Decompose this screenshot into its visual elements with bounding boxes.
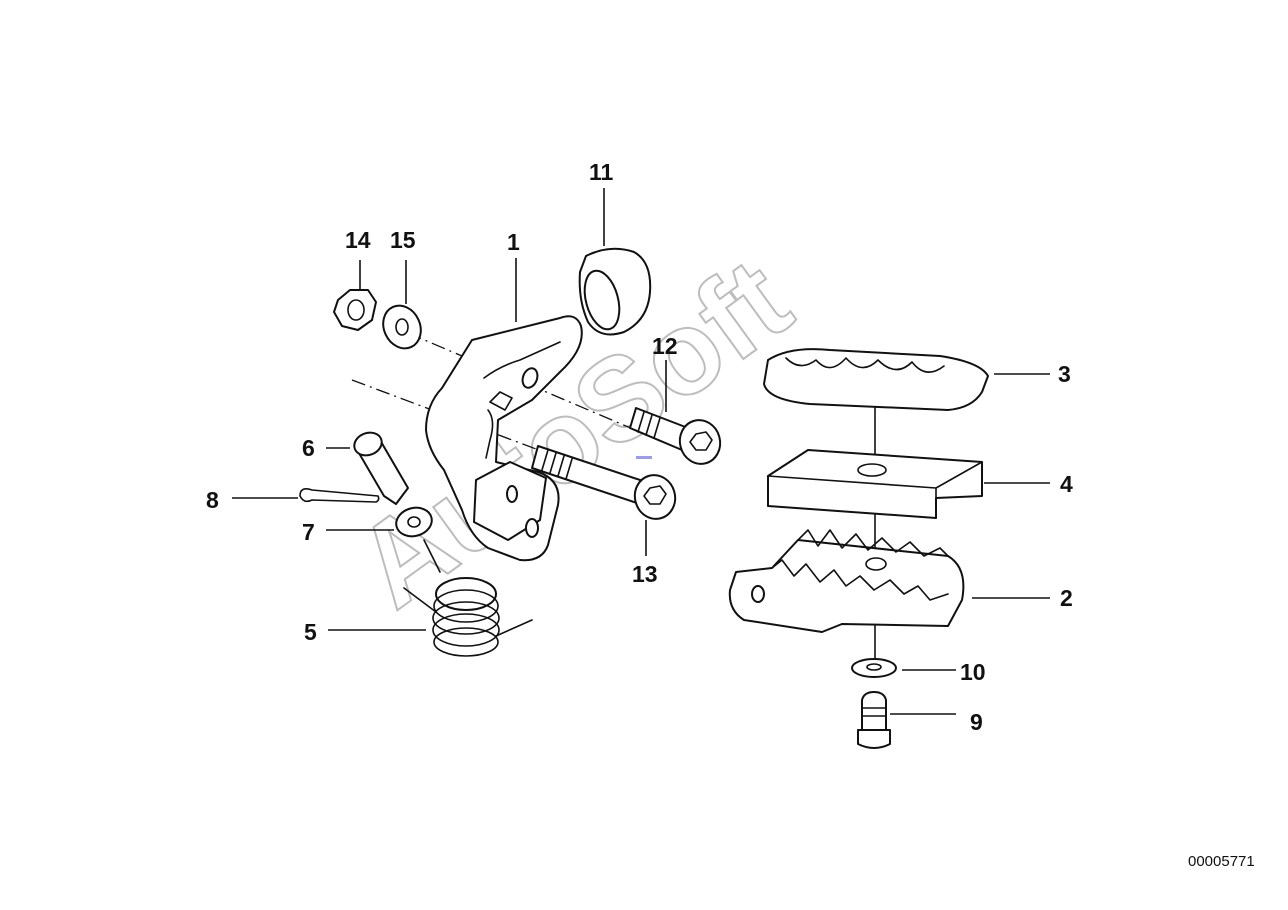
clevis-pin [353,431,409,505]
leader-lines [232,188,1050,715]
footpeg-rubber-pad [763,348,989,411]
footpeg-screw [857,691,891,749]
callout-7: 7 [302,519,315,545]
callout-1: 1 [507,229,520,255]
footpeg [728,529,965,633]
pedal-bracket [425,315,583,562]
marker-dash [636,456,652,459]
bolt-upper [629,407,722,465]
callout-12: 12 [652,333,678,359]
washer-upper [382,304,422,350]
callouts: 1 2 3 4 5 6 7 8 9 10 11 12 13 14 15 [206,159,1073,735]
callout-8: 8 [206,487,219,513]
callout-4: 4 [1060,471,1073,497]
return-spring [403,539,533,657]
washer-footpeg [851,658,897,678]
cotter-pin [299,488,380,503]
callout-13: 13 [632,561,658,587]
callout-14: 14 [345,227,371,253]
bolt-lower [531,445,677,520]
footpeg-plate [767,449,983,519]
callout-11: 11 [589,159,614,185]
hex-nut [333,289,377,331]
callout-3: 3 [1058,361,1071,387]
callout-2: 2 [1060,585,1073,611]
callout-10: 10 [960,659,986,685]
callout-6: 6 [302,435,315,461]
callout-9: 9 [970,709,983,735]
callout-15: 15 [390,227,416,253]
callout-5: 5 [304,619,317,645]
rubber-bushing [578,247,652,336]
reference-number: 00005771 [1188,853,1255,870]
washer-lower [395,506,433,538]
